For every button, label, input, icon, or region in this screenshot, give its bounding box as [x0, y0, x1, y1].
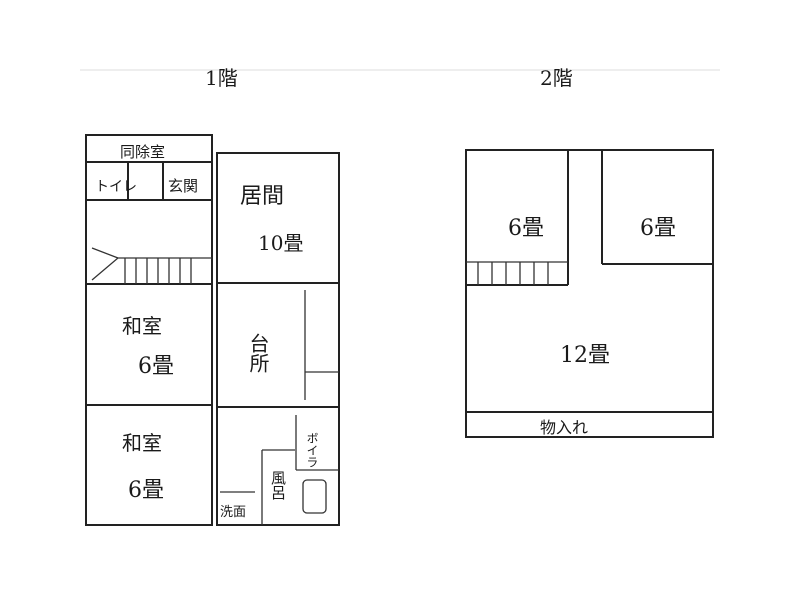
- stairs-2f: [477, 262, 549, 285]
- room-b-size: 6畳: [640, 216, 676, 241]
- floor1-plan: 1階 同除室 トイレ 玄関 居間 10畳 和室 6畳 和室: [85, 66, 340, 526]
- room-toilet-label: トイレ: [95, 179, 137, 195]
- room-bath-label: 風呂: [269, 470, 287, 500]
- room-c-size: 12畳: [560, 343, 610, 368]
- closet-label: 物入れ: [540, 418, 588, 437]
- room-boiler-label: ボイラ: [305, 432, 319, 468]
- room-entrance-label: 玄関: [168, 177, 198, 195]
- room-washitsu2-size: 6畳: [128, 478, 164, 503]
- stairs-1f: [124, 258, 192, 284]
- room-washroom-label: 洗面: [220, 505, 246, 520]
- floor2-title: 2階: [540, 66, 573, 90]
- room-washitsu2-label: 和室: [122, 431, 162, 455]
- room-living-size: 10畳: [258, 231, 303, 255]
- floor2-plan: 2階 6畳 6畳 12畳 物入れ: [465, 66, 714, 438]
- room-washitsu1-label: 和室: [122, 314, 162, 338]
- room-living-label: 居間: [240, 184, 284, 209]
- room-kitchen-label: 台所: [246, 333, 270, 373]
- floor1-title: 1階: [205, 66, 238, 90]
- room-washitsu1-size: 6畳: [138, 354, 174, 379]
- room-a-size: 6畳: [508, 216, 544, 241]
- room-storage-label: 同除室: [120, 143, 165, 161]
